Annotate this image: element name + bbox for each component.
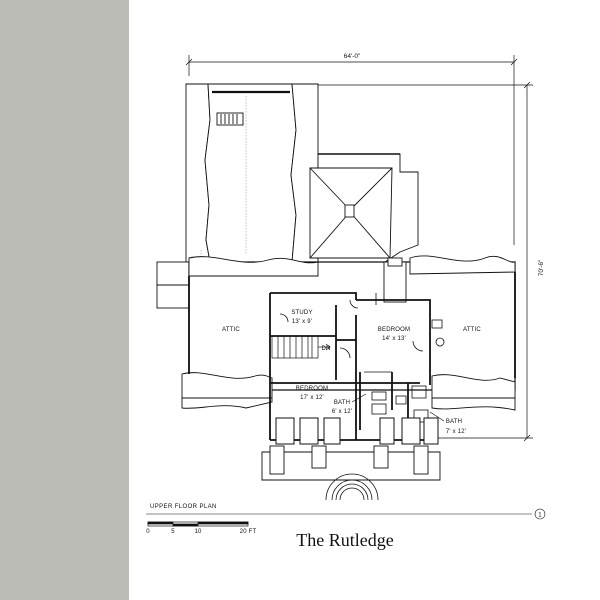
room-name-attic-right: ATTIC	[463, 327, 481, 333]
room-size-study: 13' x 9'	[292, 319, 312, 325]
upper-floor-outline	[188, 261, 516, 391]
room-name-attic-left: ATTIC	[222, 327, 240, 333]
room-size-bath-right: 7' x 12'	[446, 429, 466, 435]
thin-walls	[279, 293, 445, 423]
scale-tick-0: 0	[146, 529, 150, 535]
central-hip-roof	[309, 153, 419, 263]
room-name-bath-right: BATH	[446, 419, 462, 425]
roof-break-lines	[181, 255, 516, 411]
width-dimension-label: 64'-0"	[344, 53, 361, 60]
room-name-study: STUDY	[291, 310, 312, 316]
scale-tick-20: 20 FT	[240, 529, 257, 535]
depth-dimension	[318, 81, 533, 442]
room-size-bedroom-upper: 14' x 13'	[382, 336, 406, 342]
plan-title: The Rutledge	[296, 530, 394, 550]
width-dimension	[185, 55, 518, 245]
depth-dimension-label: 70'-6"	[538, 259, 545, 276]
room-name-bedroom-upper: BEDROOM	[378, 327, 410, 333]
left-chimney-wing	[185, 83, 319, 263]
stair	[271, 335, 331, 359]
room-name-bedroom-lower: BEDROOM	[296, 386, 328, 392]
front-steps	[325, 473, 379, 501]
center-chimney	[383, 257, 407, 303]
scale-tick-5: 5	[171, 529, 175, 535]
room-name-bath-left: BATH	[334, 400, 350, 406]
sheet-marker-label: 1	[538, 513, 542, 519]
stair-label: DN	[321, 346, 330, 352]
front-dormers	[275, 417, 439, 445]
scale-bar	[147, 521, 249, 527]
front-porch	[261, 445, 441, 481]
side-band	[0, 0, 129, 600]
section-line	[146, 508, 546, 520]
scale-tick-10: 10	[194, 529, 202, 535]
plan-caption: UPPER FLOOR PLAN	[150, 504, 217, 510]
room-size-bath-left: 6' x 12'	[332, 409, 352, 415]
attic-side-walls	[188, 272, 516, 378]
leader-lines	[351, 393, 445, 422]
room-size-bedroom-lower: 17' x 12'	[300, 395, 324, 401]
left-bay	[156, 261, 190, 309]
